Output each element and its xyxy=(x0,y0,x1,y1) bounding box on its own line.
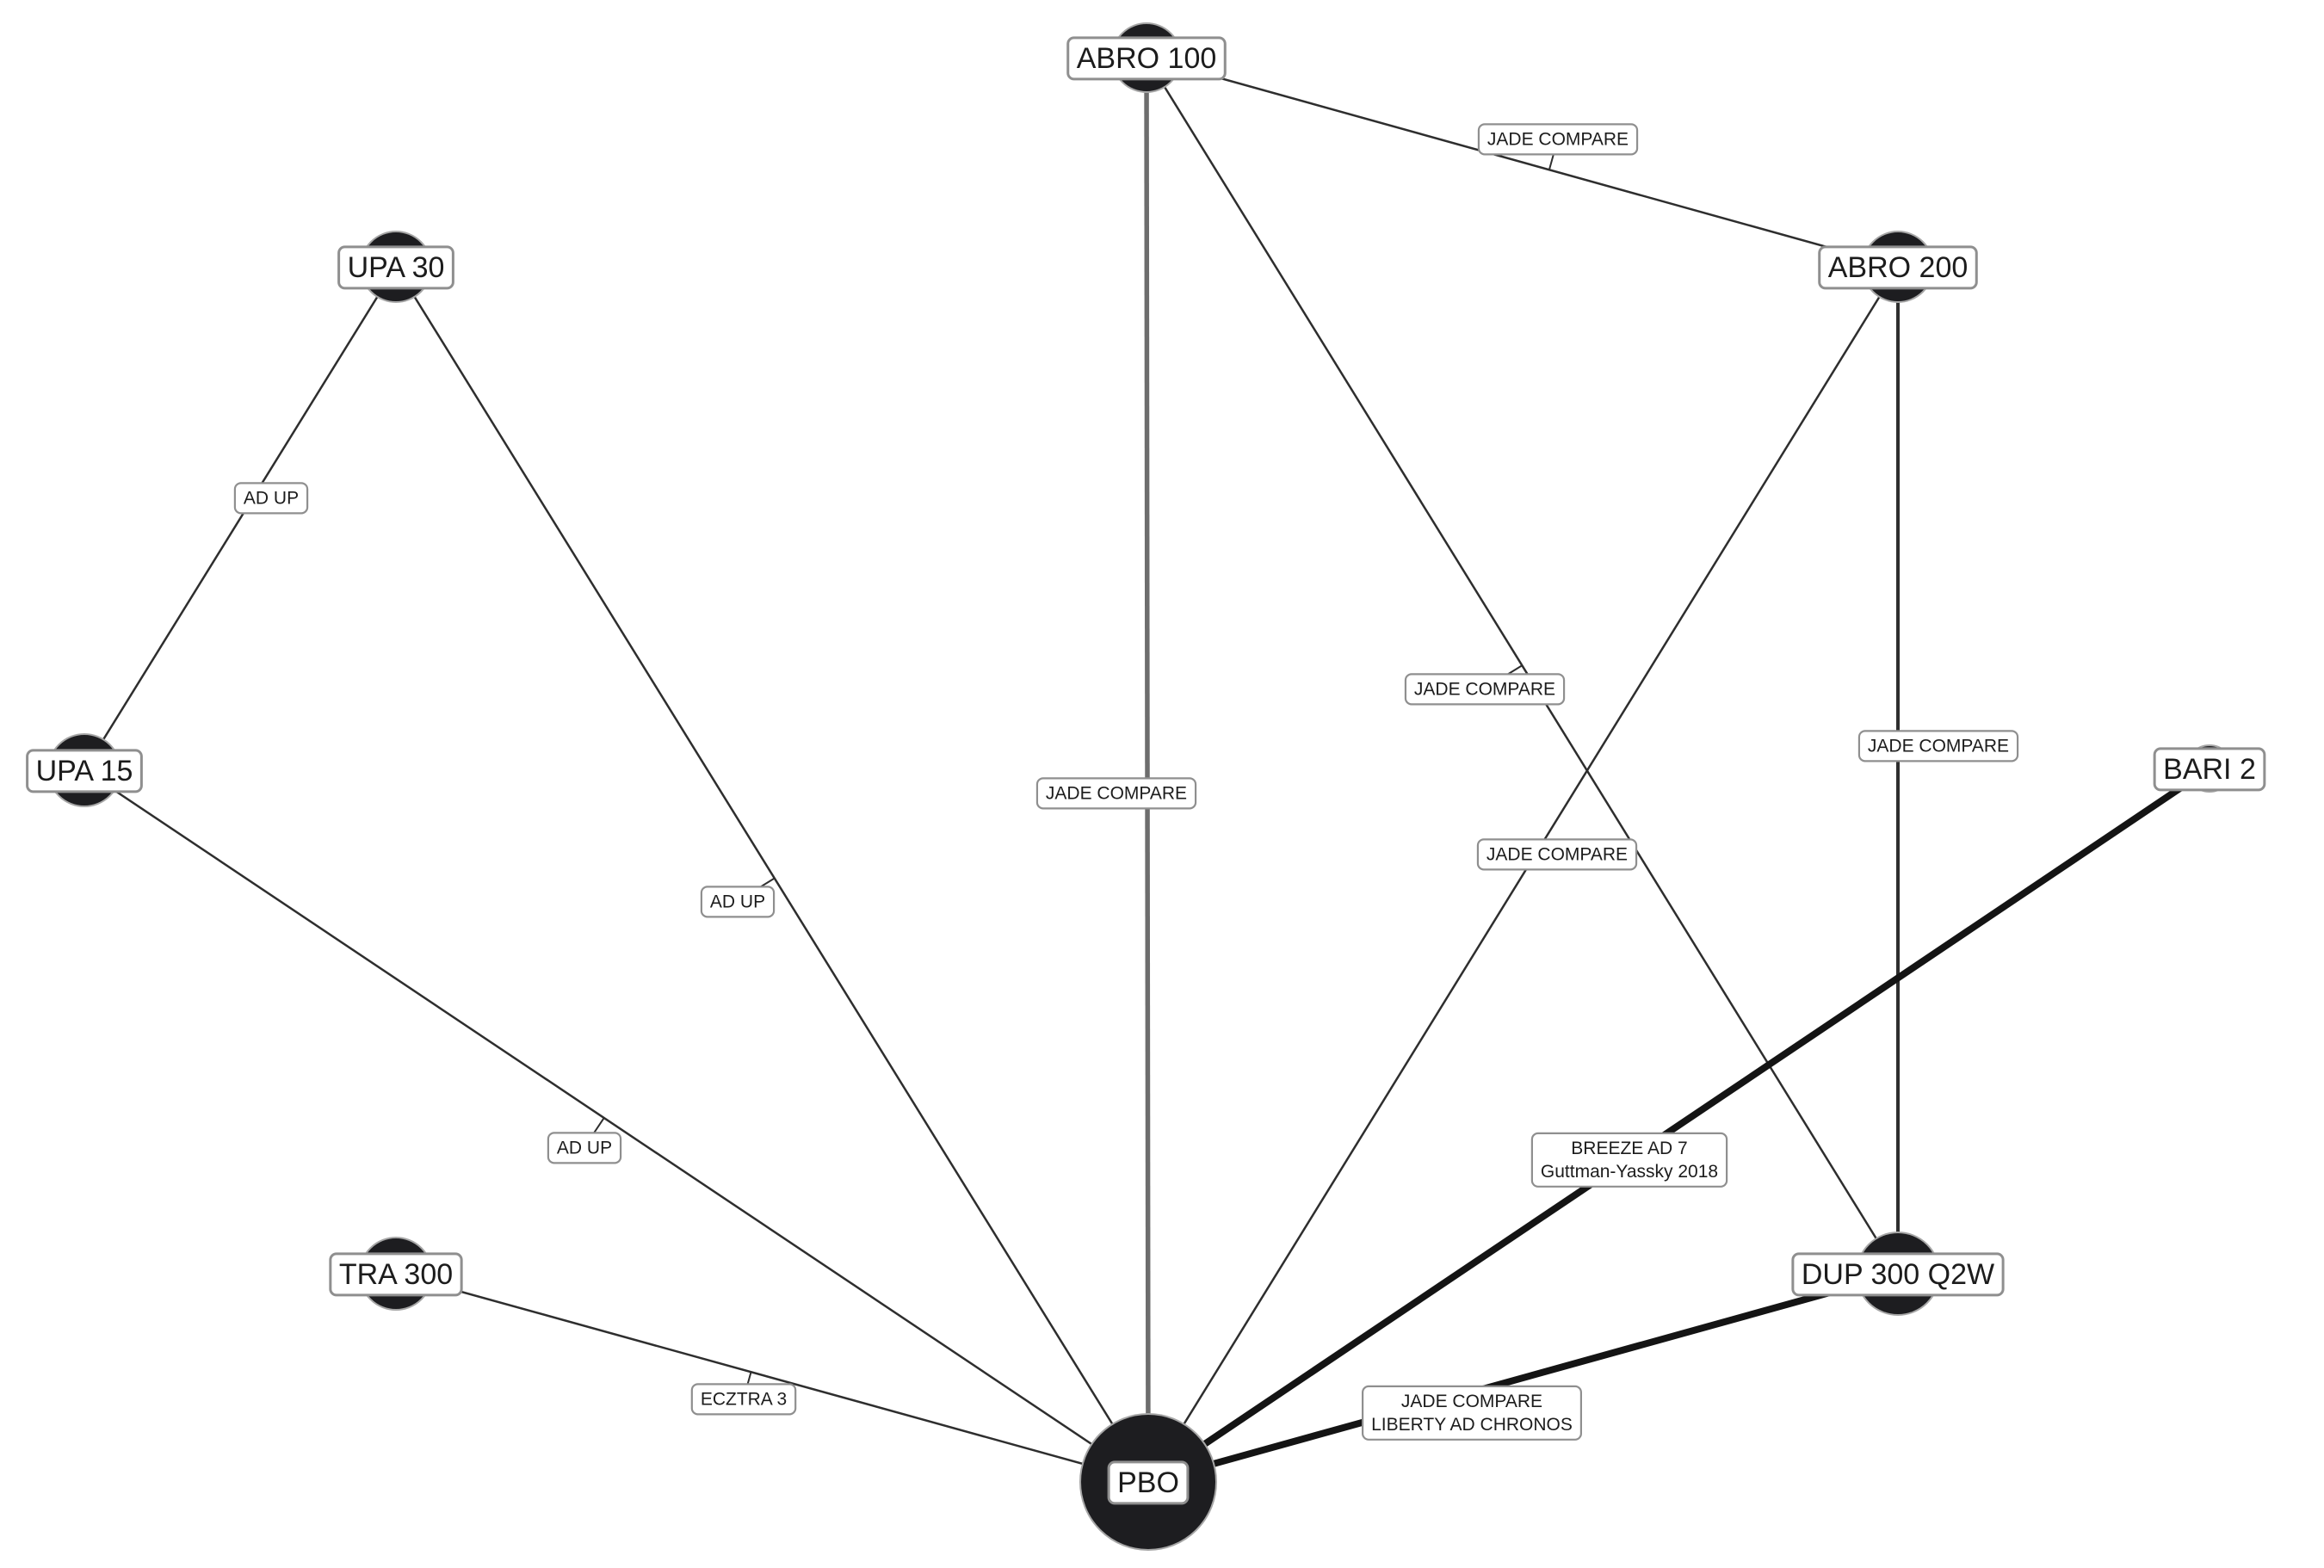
edge-abro100-pbo xyxy=(1144,57,1151,1483)
node-label-tra300: TRA 300 xyxy=(329,1252,463,1297)
node-label-upa15-text: UPA 15 xyxy=(36,755,133,787)
node-label-abro100-text: ABRO 100 xyxy=(1077,42,1217,75)
edge-label-abro200-dup300-text: JADE COMPARE xyxy=(1868,736,2009,756)
edge-label-abro100-abro200-box xyxy=(1477,123,1639,156)
edge-abro200-pbo xyxy=(1147,266,1900,1483)
edge-label-abro200-pbo-box xyxy=(1476,838,1638,871)
edge-upa15-pbo xyxy=(83,769,1149,1484)
node-label-upa30: UPA 30 xyxy=(337,245,454,290)
edge-label-abro100-dup300-box xyxy=(1404,673,1566,706)
edge-label-dup300-pbo-box xyxy=(1362,1385,1582,1441)
node-label-bari2-text: BARI 2 xyxy=(2163,753,2256,786)
node-label-pbo-text: PBO xyxy=(1117,1466,1179,1499)
node-label-dup300-box xyxy=(1791,1252,2005,1297)
node-label-abro200-box xyxy=(1818,245,1978,290)
edge-label-abro100-abro200-text: JADE COMPARE xyxy=(1487,129,1629,149)
edge-abro100-dup300 xyxy=(1145,57,1900,1275)
edge-dup300-pbo xyxy=(1147,1270,1900,1485)
node-label-upa15: UPA 15 xyxy=(26,749,143,793)
node-label-dup300: DUP 300 Q2W xyxy=(1791,1252,2005,1297)
edge-label-tra300-pbo-text: ECZTRA 3 xyxy=(701,1389,787,1409)
edge-label-abro100-pbo-box xyxy=(1035,777,1197,810)
node-label-upa30-text: UPA 30 xyxy=(348,251,445,284)
edge-label-abro200-pbo-text: JADE COMPARE xyxy=(1486,844,1628,864)
edge-label-upa30-pbo-box xyxy=(700,886,776,918)
edge-label-upa30-upa15: AD UP xyxy=(233,482,309,515)
node-label-dup300-text: DUP 300 Q2W xyxy=(1802,1258,1994,1291)
edge-upa30-upa15 xyxy=(83,266,398,771)
edge-label-upa30-pbo: AD UP xyxy=(700,886,776,918)
edge-label-upa15-pbo-box xyxy=(547,1132,622,1164)
edge-abro100-abro200 xyxy=(1146,56,1899,269)
node-label-upa15-box xyxy=(26,749,143,793)
edge-label-upa30-upa15-box xyxy=(233,482,309,515)
edge-tra300-pbo xyxy=(395,1272,1149,1484)
node-label-pbo: PBO xyxy=(1107,1460,1190,1505)
edge-upa30-pbo xyxy=(394,266,1150,1483)
edge-label-bari2-pbo-box xyxy=(1530,1132,1728,1188)
edge-label-upa30-upa15-text: AD UP xyxy=(244,488,299,508)
edge-label-upa30-pbo-text: AD UP xyxy=(710,892,765,911)
node-label-tra300-box xyxy=(329,1252,463,1297)
edge-bari2-pbo xyxy=(1146,765,2212,1485)
node-label-abro200-text: ABRO 200 xyxy=(1828,251,1969,284)
edge-label-tra300-pbo: ECZTRA 3 xyxy=(690,1383,797,1416)
node-label-tra300-text: TRA 300 xyxy=(339,1258,453,1291)
node-label-pbo-box xyxy=(1107,1460,1190,1505)
node-label-bari2-box xyxy=(2153,747,2266,792)
node-label-abro200: ABRO 200 xyxy=(1818,245,1978,290)
node-label-abro100-box xyxy=(1066,36,1227,81)
edge-label-upa15-pbo-text: AD UP xyxy=(557,1138,612,1157)
node-label-bari2: BARI 2 xyxy=(2153,747,2266,792)
edge-label-abro100-dup300-text: JADE COMPARE xyxy=(1414,679,1555,699)
edge-label-abro100-dup300: JADE COMPARE xyxy=(1404,673,1566,706)
node-label-abro100: ABRO 100 xyxy=(1066,36,1227,81)
node-label-upa30-box xyxy=(337,245,454,290)
edge-label-abro100-pbo: JADE COMPARE xyxy=(1035,777,1197,810)
edge-label-abro100-pbo-text: JADE COMPARE xyxy=(1046,783,1187,803)
edge-label-abro100-abro200: JADE COMPARE xyxy=(1477,123,1639,156)
edge-label-tra300-pbo-box xyxy=(690,1383,797,1416)
edge-label-abro200-pbo: JADE COMPARE xyxy=(1476,838,1638,871)
edge-label-upa15-pbo: AD UP xyxy=(547,1132,622,1164)
edge-label-abro200-dup300-box xyxy=(1857,730,2019,762)
edge-label-abro200-dup300: JADE COMPARE xyxy=(1857,730,2019,762)
